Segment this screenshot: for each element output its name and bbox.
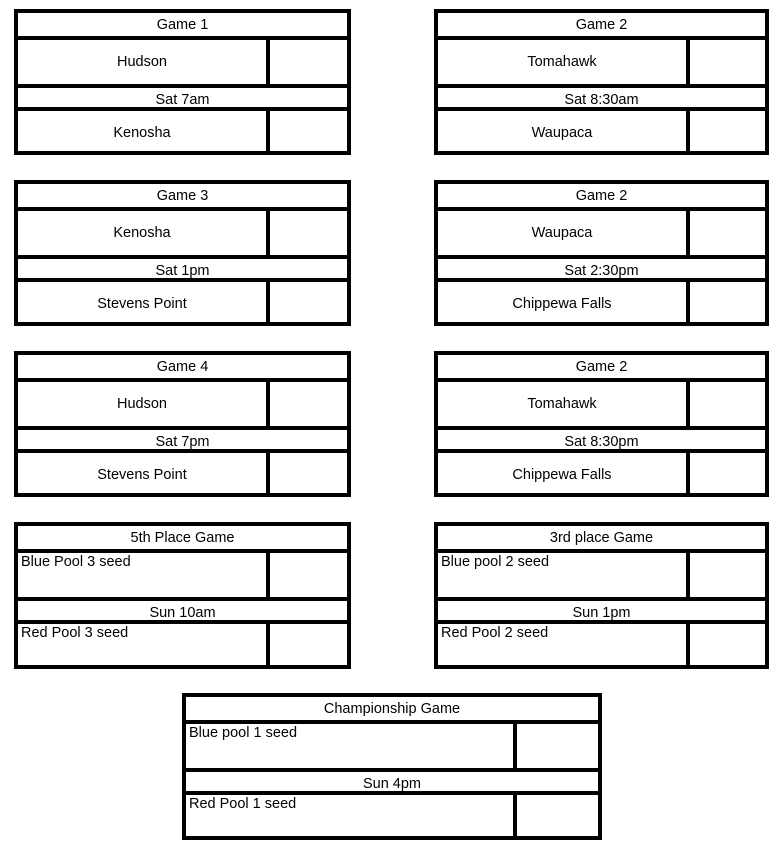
team-row-top: Tomahawk	[438, 40, 765, 84]
team-name-top[interactable]: Blue pool 2 seed	[438, 553, 690, 597]
team-row-bottom: Kenosha	[18, 111, 347, 155]
team-name-top[interactable]: Blue pool 1 seed	[186, 724, 517, 768]
team-row-bottom: Red Pool 2 seed	[438, 624, 765, 668]
game-time: Sat 2:30pm	[438, 255, 765, 282]
team-name-bottom[interactable]: Stevens Point	[18, 453, 270, 497]
game-title: 3rd place Game	[438, 526, 765, 553]
score-cell-bottom[interactable]	[690, 111, 765, 155]
team-name-top[interactable]: Waupaca	[438, 211, 690, 255]
team-row-top: Tomahawk	[438, 382, 765, 426]
team-name-bottom[interactable]: Stevens Point	[18, 282, 270, 326]
game-time: Sat 7am	[18, 84, 347, 111]
team-row-top: Kenosha	[18, 211, 347, 255]
score-cell-top[interactable]	[690, 382, 765, 426]
team-row-bottom: Waupaca	[438, 111, 765, 155]
game-time: Sat 8:30am	[438, 84, 765, 111]
score-cell-top[interactable]	[270, 553, 347, 597]
score-cell-top[interactable]	[270, 211, 347, 255]
team-name-bottom[interactable]: Red Pool 3 seed	[18, 624, 270, 668]
game-time: Sat 8:30pm	[438, 426, 765, 453]
team-row-top: Waupaca	[438, 211, 765, 255]
team-name-top[interactable]: Hudson	[18, 40, 270, 84]
game-title: Game 2	[438, 184, 765, 211]
score-cell-bottom[interactable]	[270, 624, 347, 668]
team-row-bottom: Stevens Point	[18, 453, 347, 497]
score-cell-bottom[interactable]	[270, 453, 347, 497]
team-name-bottom[interactable]: Chippewa Falls	[438, 282, 690, 326]
game-time: Sat 7pm	[18, 426, 347, 453]
team-row-bottom: Red Pool 1 seed	[186, 795, 598, 839]
score-cell-bottom[interactable]	[270, 111, 347, 155]
game-time: Sun 1pm	[438, 597, 765, 624]
team-name-bottom[interactable]: Red Pool 1 seed	[186, 795, 517, 839]
game-title: Game 3	[18, 184, 347, 211]
team-row-bottom: Chippewa Falls	[438, 282, 765, 326]
team-name-top[interactable]: Tomahawk	[438, 382, 690, 426]
score-cell-top[interactable]	[690, 40, 765, 84]
team-row-top: Blue pool 2 seed	[438, 553, 765, 597]
game-title: 5th Place Game	[18, 526, 347, 553]
score-cell-bottom[interactable]	[270, 282, 347, 326]
score-cell-top[interactable]	[517, 724, 598, 768]
score-cell-bottom[interactable]	[690, 624, 765, 668]
game-time: Sat 1pm	[18, 255, 347, 282]
score-cell-bottom[interactable]	[690, 282, 765, 326]
game-time: Sun 4pm	[186, 768, 598, 795]
team-row-top: Blue Pool 3 seed	[18, 553, 347, 597]
team-name-bottom[interactable]: Chippewa Falls	[438, 453, 690, 497]
score-cell-top[interactable]	[270, 40, 347, 84]
score-cell-bottom[interactable]	[517, 795, 598, 839]
game-title: Game 1	[18, 13, 347, 40]
team-name-top[interactable]: Tomahawk	[438, 40, 690, 84]
team-name-bottom[interactable]: Red Pool 2 seed	[438, 624, 690, 668]
score-cell-top[interactable]	[690, 211, 765, 255]
team-name-top[interactable]: Hudson	[18, 382, 270, 426]
game-title: Game 2	[438, 355, 765, 382]
score-cell-top[interactable]	[270, 382, 347, 426]
game-title: Championship Game	[186, 697, 598, 724]
score-cell-top[interactable]	[690, 553, 765, 597]
game-title: Game 4	[18, 355, 347, 382]
score-cell-bottom[interactable]	[690, 453, 765, 497]
game-title: Game 2	[438, 13, 765, 40]
team-row-bottom: Chippewa Falls	[438, 453, 765, 497]
team-name-bottom[interactable]: Kenosha	[18, 111, 270, 155]
team-row-top: Hudson	[18, 40, 347, 84]
team-row-bottom: Stevens Point	[18, 282, 347, 326]
team-row-top: Blue pool 1 seed	[186, 724, 598, 768]
team-name-top[interactable]: Kenosha	[18, 211, 270, 255]
team-row-top: Hudson	[18, 382, 347, 426]
team-name-top[interactable]: Blue Pool 3 seed	[18, 553, 270, 597]
game-time: Sun 10am	[18, 597, 347, 624]
team-row-bottom: Red Pool 3 seed	[18, 624, 347, 668]
team-name-bottom[interactable]: Waupaca	[438, 111, 690, 155]
